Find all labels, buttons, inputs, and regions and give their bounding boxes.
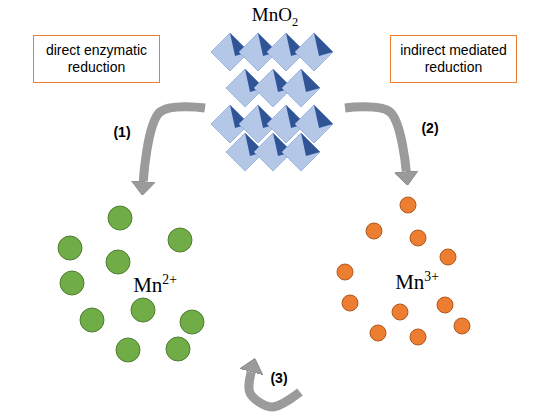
step-number: (1) [112, 124, 131, 140]
step-label-holder: (2) [420, 119, 439, 137]
mn2-ion [166, 337, 190, 361]
octahedron-face [314, 105, 333, 128]
mn2-ion [58, 236, 82, 260]
species-label: Mn2+ [133, 272, 177, 298]
mn3-ion [454, 318, 470, 334]
mn3-ion [337, 264, 353, 280]
mn3-ion [342, 295, 358, 311]
mn3-ion [410, 230, 426, 246]
box-label: indirect mediated reduction [397, 42, 510, 76]
mn2-ion [131, 298, 155, 322]
reaction-arrow [345, 107, 406, 172]
mineral-node: MnO2 [205, 0, 345, 175]
ion-cluster: Mn2+ [40, 195, 260, 358]
step-number: (3) [269, 370, 288, 386]
octahedron [295, 33, 333, 71]
step-label-holder: (1) [112, 123, 131, 141]
mn3-ion [437, 297, 453, 313]
octahedron-face [314, 33, 333, 56]
mn3-ion [400, 197, 416, 213]
crystal-structure [211, 33, 333, 171]
mn2-ion [108, 206, 132, 230]
mn2-ion [116, 338, 140, 362]
octahedron [282, 69, 320, 107]
mn3-ion [366, 223, 382, 239]
mn3-ion [392, 304, 408, 320]
mn3-ion [410, 329, 426, 345]
octahedron-face [301, 133, 320, 156]
species-label: Mn3+ [395, 269, 439, 295]
box-label: direct enzymatic reduction [40, 42, 153, 76]
mn3-ion [440, 249, 456, 265]
octahedron [282, 133, 320, 171]
mn2-ion [168, 228, 192, 252]
mn3-ions [337, 197, 470, 345]
mn2-ion [180, 310, 204, 334]
mechanism-box: indirect mediated reduction [390, 35, 517, 83]
mn2-ions [58, 206, 204, 362]
mn2-ion [60, 271, 84, 295]
mechanism-box: direct enzymatic reduction [33, 35, 160, 83]
step-label-holder: (3) [269, 369, 288, 387]
species-label: MnO2 [252, 4, 298, 30]
ion-cluster: Mn3+ [300, 185, 480, 400]
octahedron-face [301, 69, 320, 92]
step-number: (2) [420, 120, 439, 136]
mn2-ion [80, 308, 104, 332]
mn2-ion [106, 250, 130, 274]
mn3-ion [370, 325, 386, 341]
reaction-arrow [143, 107, 205, 182]
